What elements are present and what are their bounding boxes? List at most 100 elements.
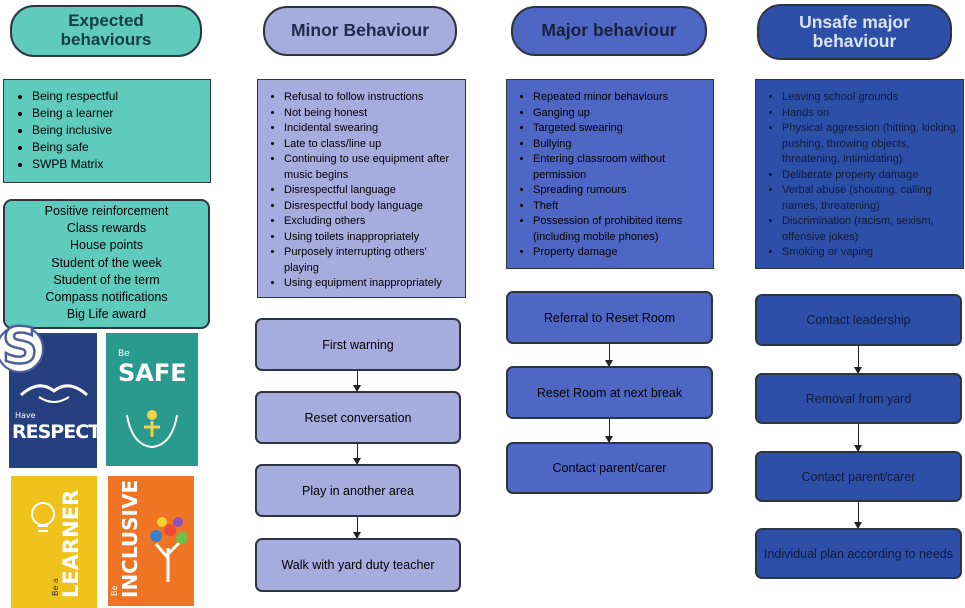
poster-prefix: Have [15,411,36,420]
hands-icon [126,410,178,449]
step-label: Reset Room at next break [536,385,683,400]
list-item: Refusal to follow instructions [284,90,461,106]
list-item: Discrimination (racism, sexism, offensiv… [782,214,959,245]
step-label: Referral to Reset Room [543,310,676,325]
minor-behaviour-title: Minor Behaviour [290,20,430,41]
minor-behaviour-list: Refusal to follow instructionsNot being … [257,79,466,298]
poster-word: RESPECT [12,421,97,443]
step-label: Play in another area [302,483,414,498]
expected-behaviours-header: Expected behaviours [10,5,202,57]
list-item: Late to class/line up [284,137,461,153]
badge-letter: S [1,316,40,377]
unsafe-step: Individual plan according to needs [755,528,962,579]
step-label: Removal from yard [805,391,912,406]
lightbulb-icon [31,502,55,532]
handshake-icon [20,384,88,403]
list-item: Deliberate property damage [782,168,959,184]
reinforcement-item: House points [70,238,143,253]
poster-prefix: Be a [51,578,60,596]
list-item: Bullying [533,137,709,153]
list-item: Disrespectful body language [284,199,461,215]
list-item: Ganging up [533,106,709,122]
unsafe-step: Removal from yard [755,373,962,424]
flow-arrow [605,419,613,443]
step-label: First warning [322,337,394,352]
list-item: Physical aggression (hitting, kicking, p… [782,121,959,168]
list-item: Hands on [782,106,959,122]
reinforcement-item: Student of the week [51,255,162,270]
poster-prefix: Be [110,585,119,596]
list-item: Disrespectful language [284,183,461,199]
list-item: Possession of prohibited items (includin… [533,214,709,245]
major-behaviour-title: Major behaviour [541,20,677,41]
minor-step: Play in another area [255,464,461,517]
unsafe-step: Contact leadership [755,294,962,346]
minor-step: Reset conversation [255,391,461,444]
list-item: Property damage [533,245,709,261]
reinforcement-item: Compass notifications [45,290,168,305]
list-item: Not being honest [284,106,461,122]
unsafe-behaviour-title: Unsafe major behaviour [799,11,910,51]
list-item: Spreading rumours [533,183,709,199]
poster-word: LEARNER [59,489,83,598]
unsafe-behaviour-header: Unsafe major behaviour [757,4,952,60]
major-step: Contact parent/carer [506,442,713,494]
list-item: Targeted swearing [533,121,709,137]
list-item: Being respectful [32,88,206,105]
list-item: Repeated minor behaviours [533,90,709,106]
list-item: Being inclusive [32,122,206,139]
flow-arrow [854,502,862,529]
safe-poster: Be SAFE [106,333,198,466]
reinforcement-item: Student of the term [53,272,160,287]
major-behaviour-list: Repeated minor behavioursGanging upTarge… [506,79,714,269]
reinforcement-item: Positive reinforcement [44,204,169,218]
poster-word: SAFE [118,359,187,387]
poster-prefix: Be [118,349,130,359]
major-behaviour-header: Major behaviour [511,6,707,56]
step-label: Contact parent/carer [552,461,667,475]
minor-step: Walk with yard duty teacher [255,538,461,592]
learner-poster: LEARNER Be a [11,476,97,608]
minor-step: First warning [255,318,461,371]
list-item: Entering classroom without permission [533,152,709,183]
flow-arrow [353,444,361,465]
list-item: Incidental swearing [284,121,461,137]
list-item: Being safe [32,139,206,156]
unsafe-step: Contact parent/carer [755,451,962,502]
flow-arrow [353,517,361,539]
list-item: Excluding others [284,214,461,230]
flow-arrow [854,346,862,374]
reinforcement-item: Class rewards [66,221,147,236]
tree-icon [150,517,188,582]
unsafe-behaviour-list: Leaving school groundsHands onPhysical a… [755,79,964,269]
list-item: Purposely interrupting others' playing [284,245,461,276]
poster-word: INCLUSIVE [118,479,142,598]
minor-behaviour-header: Minor Behaviour [263,6,457,56]
major-step: Reset Room at next break [506,366,713,419]
expected-behaviours-title: Expected behaviours [60,11,152,49]
reinforcement-item: Big Life award [66,307,147,322]
step-label: Walk with yard duty teacher [281,558,435,572]
logo-badge: S [0,316,46,376]
major-step: Referral to Reset Room [506,291,713,344]
positive-reinforcement-box: Positive reinforcement Class rewards Hou… [3,199,210,329]
list-item: Theft [533,199,709,215]
inclusive-poster: INCLUSIVE Be [108,476,194,606]
badge-outline-icon [0,325,44,373]
step-label: Individual plan according to needs [763,546,954,561]
flow-arrow [353,371,361,392]
expected-behaviours-list: Being respectful Being a learner Being i… [3,79,211,183]
step-label: Contact parent/carer [801,469,916,484]
list-item: Verbal abuse (shouting, calling names, t… [782,183,959,214]
flow-arrow [854,424,862,452]
flow-arrow [605,344,613,367]
list-item: Continuing to use equipment after music … [284,152,461,183]
list-item: Being a learner [32,105,206,122]
list-item: Using equipment inappropriately [284,276,461,292]
step-label: Reset conversation [304,410,412,425]
step-label: Contact leadership [806,313,911,327]
list-item: Smoking or vaping [782,245,959,261]
list-item: SWPB Matrix [32,156,206,173]
list-item: Leaving school grounds [782,90,959,106]
list-item: Using toilets inappropriately [284,230,461,246]
